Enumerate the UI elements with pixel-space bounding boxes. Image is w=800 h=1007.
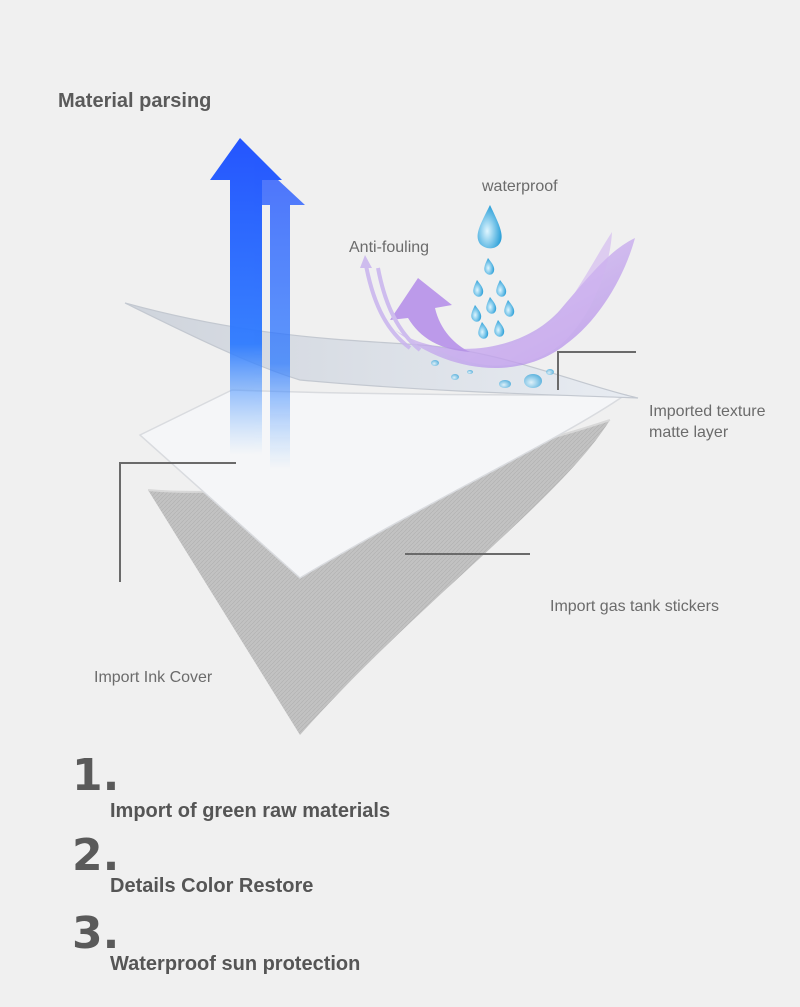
leader-lines bbox=[119, 351, 636, 582]
texture-label-line2: matte layer bbox=[649, 424, 729, 441]
texture-label-line1: Imported texture bbox=[649, 403, 766, 420]
blue-arrows bbox=[210, 138, 305, 470]
water-drops-icon bbox=[431, 205, 554, 388]
gas-tank-label: Import gas tank stickers bbox=[550, 598, 719, 615]
feature-text-2: Details Color Restore bbox=[110, 875, 314, 897]
ink-cover-label: Import Ink Cover bbox=[94, 669, 213, 686]
feature-text-3: Waterproof sun protection bbox=[110, 953, 361, 975]
feature-text-1: Import of green raw materials bbox=[110, 800, 391, 822]
page-title: Material parsing bbox=[58, 90, 212, 112]
feature-number-3: 3. bbox=[72, 908, 120, 959]
anti-fouling-label: Anti-fouling bbox=[349, 239, 430, 256]
anti-fouling-waves bbox=[360, 232, 635, 368]
feature-number-1: 1. bbox=[72, 750, 120, 801]
waterproof-label: waterproof bbox=[482, 178, 558, 195]
feature-number-2: 2. bbox=[72, 830, 120, 881]
